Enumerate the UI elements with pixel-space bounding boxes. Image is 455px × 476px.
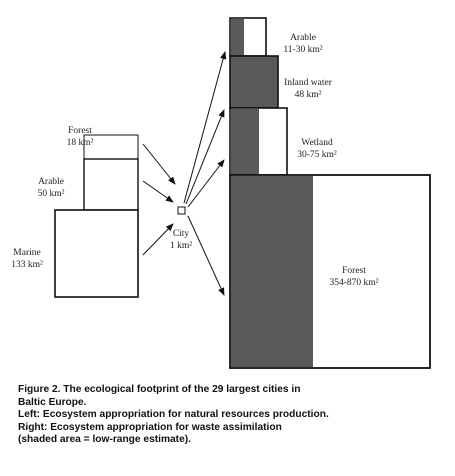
left-forest-box xyxy=(83,134,139,160)
right-arable-name: Arable xyxy=(290,33,316,43)
caption-line-2: Baltic Europe. xyxy=(18,396,87,408)
right-forest-value: 354-870 km² xyxy=(329,278,378,288)
left-forest-value: 18 km² xyxy=(67,138,94,148)
arrow-marine-to-city xyxy=(142,223,174,256)
caption-line-4: Right: Ecosystem appropriation for waste… xyxy=(18,421,282,433)
right-inland-water-shade xyxy=(229,55,279,109)
arrow-city-to-wetland xyxy=(187,159,225,208)
arrow-city-to-inland-water xyxy=(185,109,225,205)
left-marine-box xyxy=(54,209,139,298)
right-forest-shade xyxy=(231,176,313,367)
left-forest-name: Forest xyxy=(68,126,92,136)
right-arable-block xyxy=(229,17,267,57)
arrow-city-to-arable xyxy=(183,51,227,204)
arrow-arable-to-city xyxy=(142,180,174,203)
output-arrows xyxy=(183,51,227,296)
city-square xyxy=(177,206,186,215)
right-waste-blocks xyxy=(229,17,431,369)
left-marine-name: Marine xyxy=(13,248,40,258)
caption-line-5: (shaded area = low-range estimate). xyxy=(18,434,191,446)
right-inland-water-name: Inland water xyxy=(284,78,333,88)
city-name: City xyxy=(173,229,190,239)
left-arable-box xyxy=(83,158,139,211)
right-forest-block xyxy=(229,174,431,369)
arrow-forest-to-city xyxy=(142,143,176,185)
right-arable-value: 11-30 km² xyxy=(283,45,322,55)
arrow-city-to-forest xyxy=(187,215,225,296)
right-wetland-shade xyxy=(231,109,259,175)
input-arrows xyxy=(142,143,176,256)
left-resource-blocks xyxy=(54,134,139,298)
right-wetland-name: Wetland xyxy=(301,138,333,148)
right-wetland-block xyxy=(229,107,288,176)
caption-line-1: Figure 2. The ecological footprint of th… xyxy=(18,384,301,395)
right-forest-name: Forest xyxy=(342,266,366,276)
right-inland-water-value: 48 km² xyxy=(295,90,322,100)
right-inland-water-block xyxy=(229,55,279,109)
left-marine-value: 133 km² xyxy=(11,260,43,270)
left-arable-value: 50 km² xyxy=(38,189,65,199)
city-value: 1 km² xyxy=(170,241,192,251)
figure-caption: Figure 2. The ecological footprint of th… xyxy=(18,384,448,447)
left-arable-name: Arable xyxy=(38,177,64,187)
right-arable-shade xyxy=(231,19,244,56)
caption-line-3: Left: Ecosystem appropriation for natura… xyxy=(18,409,329,421)
right-wetland-value: 30-75 km² xyxy=(297,150,337,160)
